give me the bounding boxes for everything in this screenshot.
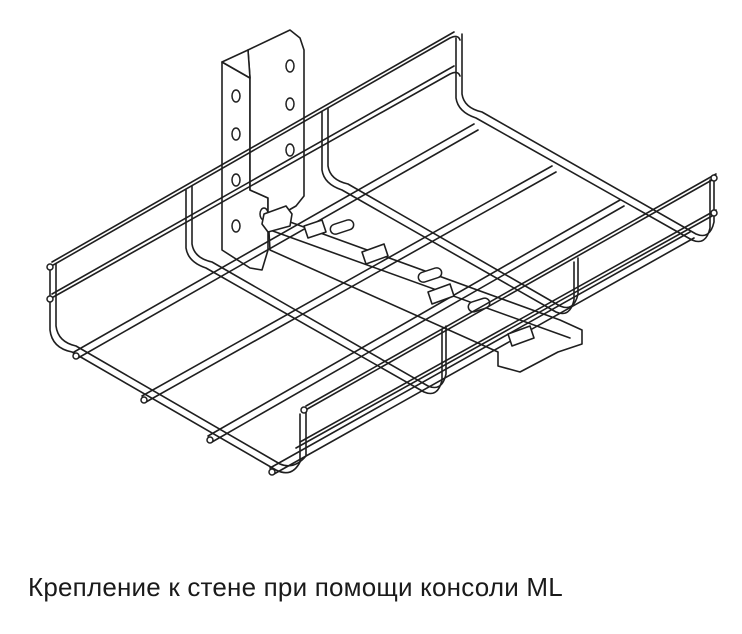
wire-mesh-tray — [46, 31, 718, 476]
bracket-holes — [231, 59, 295, 233]
tray-clamps — [261, 205, 535, 347]
cable-tray-bracket-drawing — [46, 29, 718, 476]
figure-caption: Крепление к стене при помощи консоли ML — [28, 572, 563, 602]
